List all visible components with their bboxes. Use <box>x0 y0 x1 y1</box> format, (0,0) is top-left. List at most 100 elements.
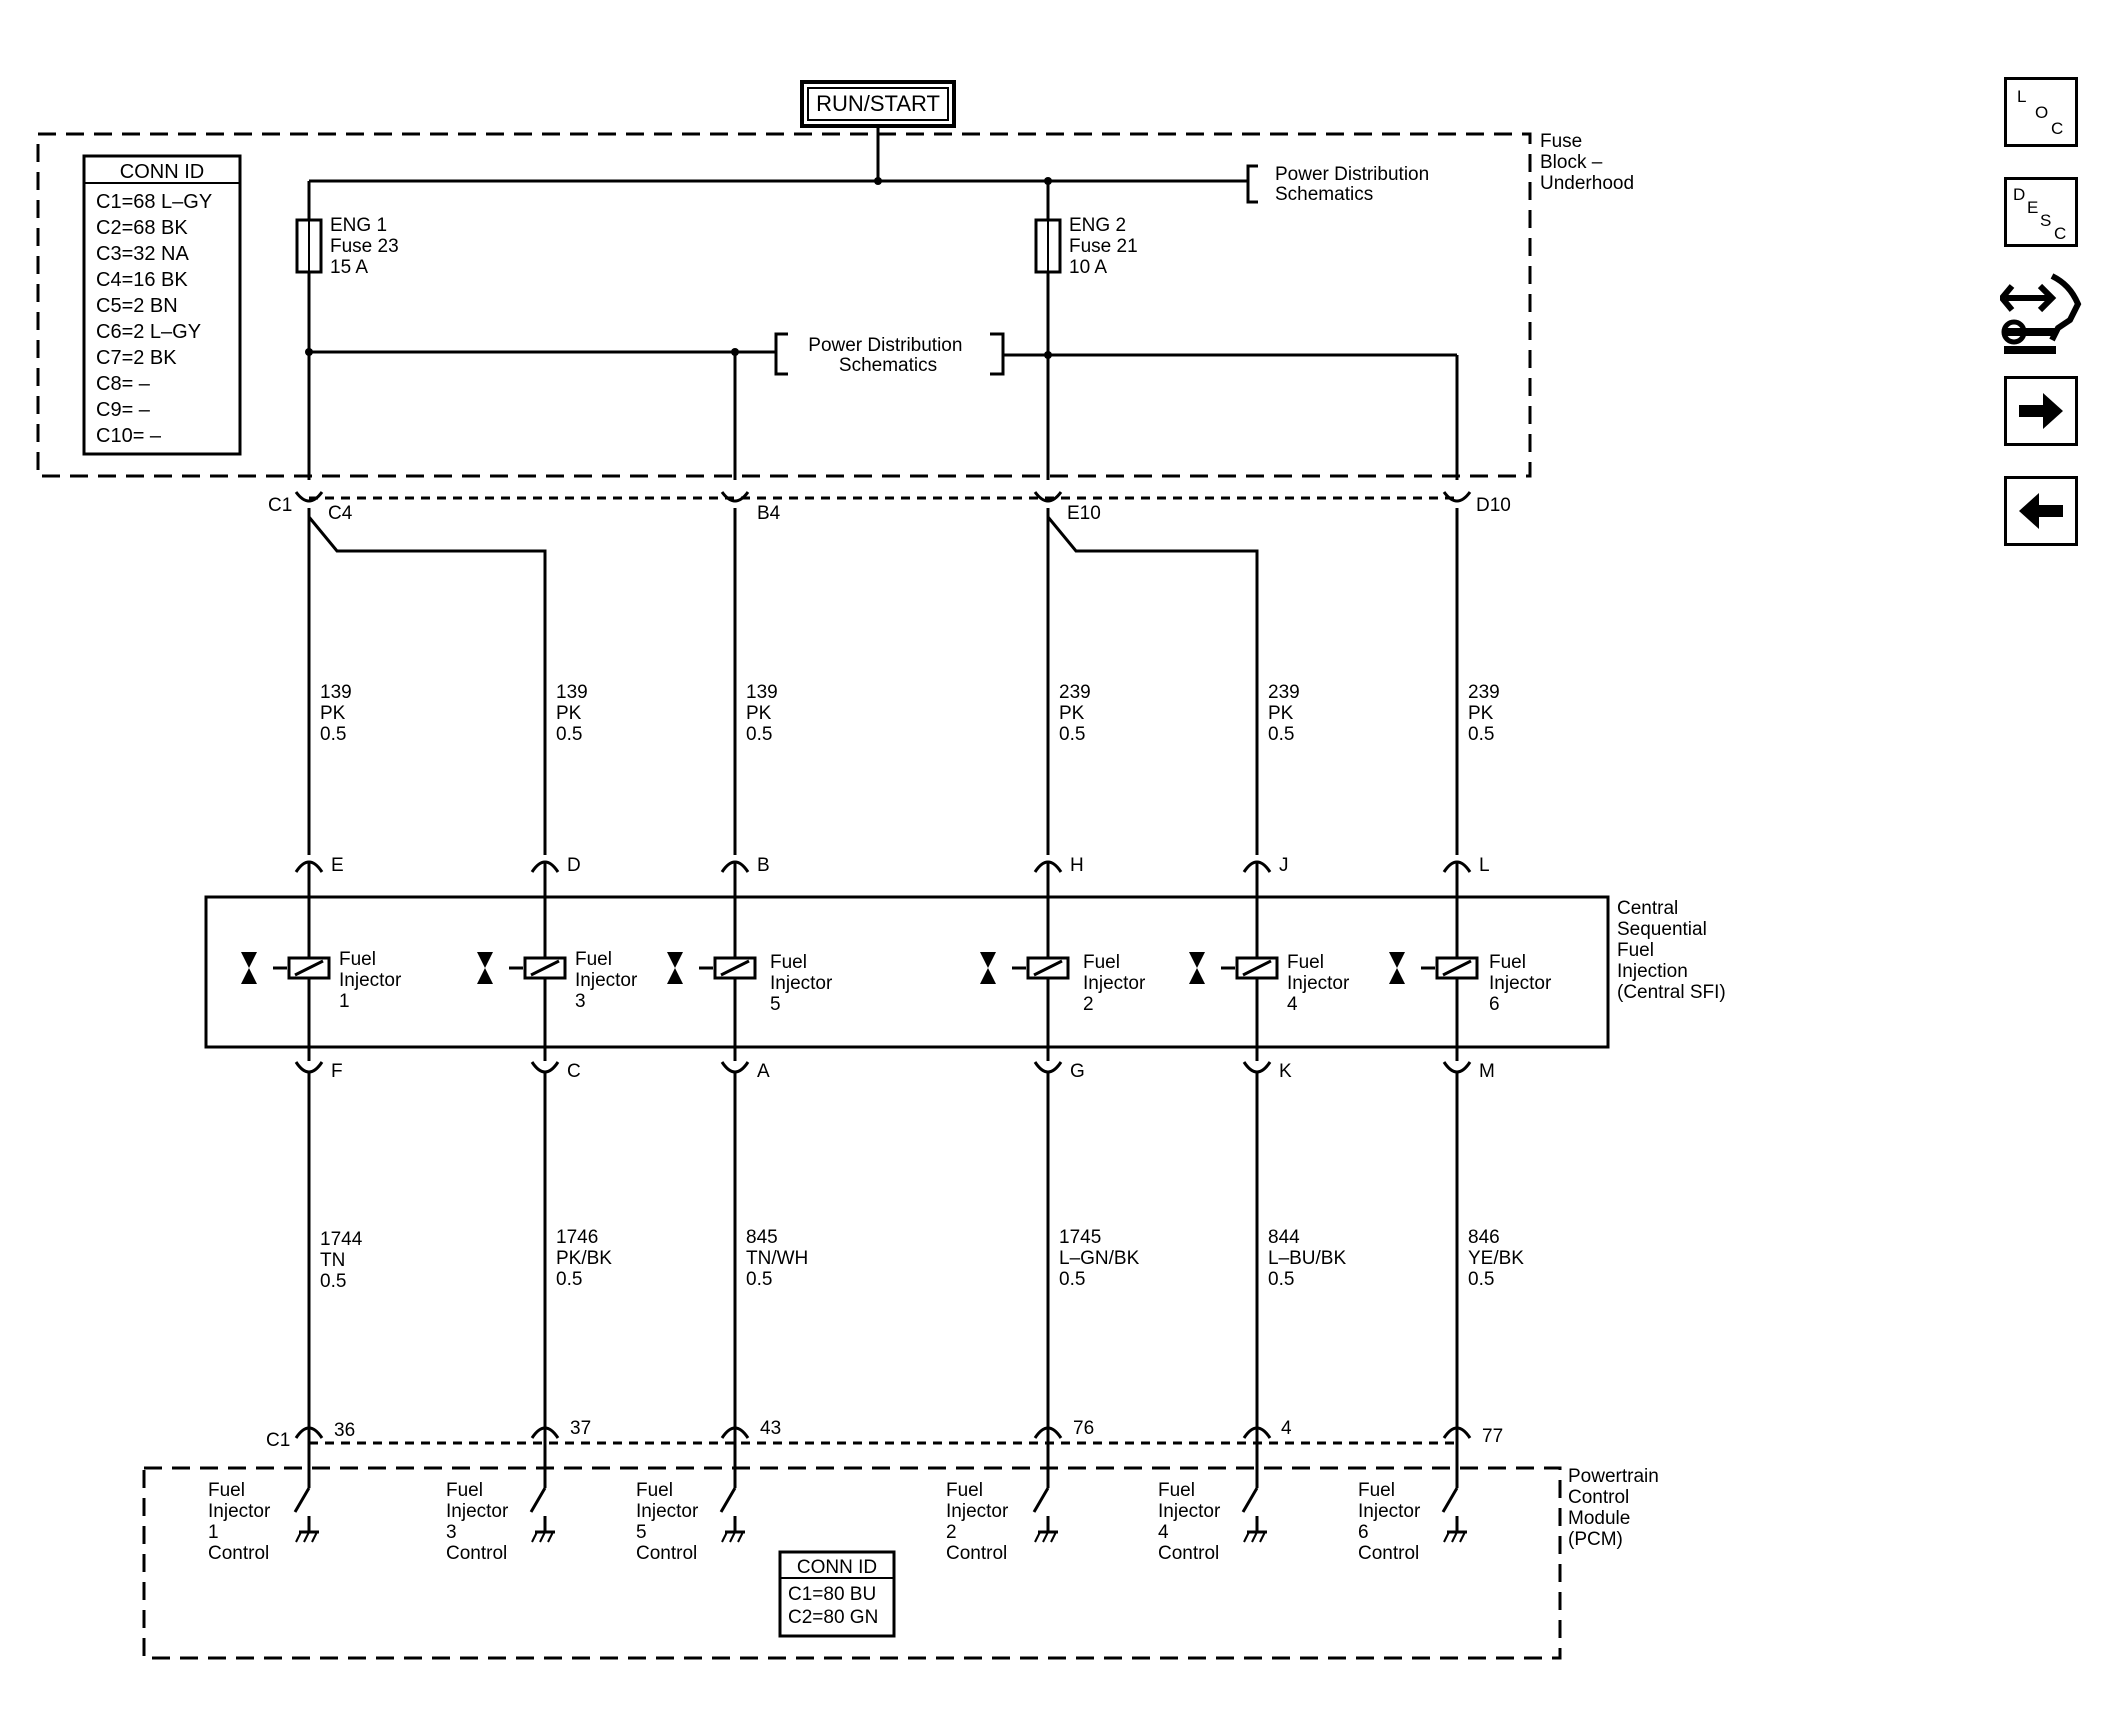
injector-top-pin-label: D <box>567 855 581 876</box>
svg-text:C: C <box>2054 224 2066 243</box>
run-start-label: RUN/START <box>816 91 940 116</box>
conn-label-d10: D10 <box>1476 495 1511 516</box>
description-button[interactable]: D E S C <box>2004 177 2078 247</box>
location-button[interactable]: L O C <box>2004 77 2078 147</box>
power-distribution-ref-top: Power Distribution Schematics <box>1246 164 1434 205</box>
arrow-right-icon <box>2019 393 2063 429</box>
svg-text:D: D <box>2013 185 2025 204</box>
arrow-left-icon <box>2019 493 2063 529</box>
conn-id-table-top: CONN ID C1=68 L–GY C2=68 BK C3=32 NA C4=… <box>82 154 242 456</box>
conn-id-rows-pcm: C1=80 BU C2=80 GN <box>788 1584 881 1628</box>
run-start-power-box: RUN/START <box>800 80 956 128</box>
conn-label-c1-top: C1 <box>268 495 292 516</box>
injector-top-pin-label: L <box>1479 855 1490 876</box>
pcm-pin-4: 4 <box>1281 1418 1292 1439</box>
fuse-block-label: Fuse Block – Underhood <box>1540 131 1634 194</box>
next-page-button[interactable] <box>2004 376 2078 446</box>
injector-bottom-pin-label: K <box>1279 1061 1292 1082</box>
conn-label-c4: C4 <box>328 503 353 524</box>
svg-text:C: C <box>2051 119 2063 138</box>
injector-bottom-pin-label: F <box>331 1061 343 1082</box>
connector-tool-icon[interactable] <box>1998 270 2082 362</box>
conn-id-rows-top: C1=68 L–GY C2=68 BK C3=32 NA C4=16 BK C5… <box>96 191 217 447</box>
pcm-connector-c1-label: C1 <box>266 1430 290 1451</box>
injector-bottom-pin-label: M <box>1479 1061 1495 1082</box>
svg-text:E: E <box>2027 198 2038 217</box>
conn-id-title-pcm: CONN ID <box>797 1557 877 1578</box>
power-distribution-ref-mid: Power Distribution Schematics <box>774 332 1005 376</box>
pcm-pin-43: 43 <box>760 1418 781 1439</box>
injector-top-pin-label: E <box>331 855 344 876</box>
pcm-pin-37: 37 <box>570 1418 591 1439</box>
injector-bottom-pin-label: C <box>567 1061 581 1082</box>
injector-bottom-pin-label: A <box>757 1061 770 1082</box>
svg-text:S: S <box>2040 211 2051 230</box>
previous-page-button[interactable] <box>2004 476 2078 546</box>
conn-label-b4: B4 <box>757 503 781 524</box>
conn-id-table-pcm: CONN ID C1=80 BU C2=80 GN <box>778 1550 896 1638</box>
pcm-pin-36: 36 <box>334 1420 355 1441</box>
pcm-module-outline <box>142 1466 1562 1660</box>
pcm-pin-77: 77 <box>1482 1426 1503 1447</box>
injector-top-pin-label: B <box>757 855 770 876</box>
central-sfi-module-outline <box>204 895 1610 1049</box>
pcm-pin-labels: 36 37 43 76 4 77 <box>334 1418 1503 1447</box>
fuse-block-underhood-outline <box>36 132 1532 478</box>
injector-bottom-pin-label: G <box>1070 1061 1085 1082</box>
svg-text:Power Distribution Schem: Power Distribution Schematics <box>1275 164 1434 205</box>
upper-connector-terminals <box>294 491 1472 503</box>
pcm-module-label: Powertrain Control Module (PCM) <box>1568 1466 1664 1550</box>
svg-text:Power Distribution Schem: Power Distribution Schematics <box>808 335 967 376</box>
fuse-eng2-label: ENG 2 Fuse 21 10 A <box>1069 215 1143 278</box>
svg-text:L: L <box>2017 87 2026 106</box>
conn-id-title-top: CONN ID <box>120 161 204 183</box>
conn-label-e10: E10 <box>1067 503 1101 524</box>
pcm-pin-76: 76 <box>1073 1418 1094 1439</box>
injector-top-pin-label: J <box>1279 855 1289 876</box>
injector-top-pin-label: H <box>1070 855 1084 876</box>
svg-text:O: O <box>2035 103 2048 122</box>
central-sfi-label: Central Sequential Fuel Injection (Centr… <box>1617 898 1726 1003</box>
fuse-eng1-label: ENG 1 Fuse 23 15 A <box>330 215 404 278</box>
